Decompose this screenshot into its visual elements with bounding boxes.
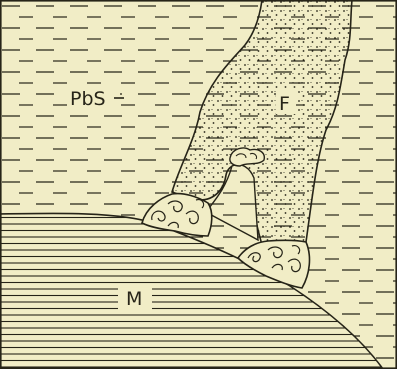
pbs-label: PbS: [70, 88, 106, 110]
f-label: F: [279, 93, 290, 115]
m-label: M: [126, 288, 142, 310]
